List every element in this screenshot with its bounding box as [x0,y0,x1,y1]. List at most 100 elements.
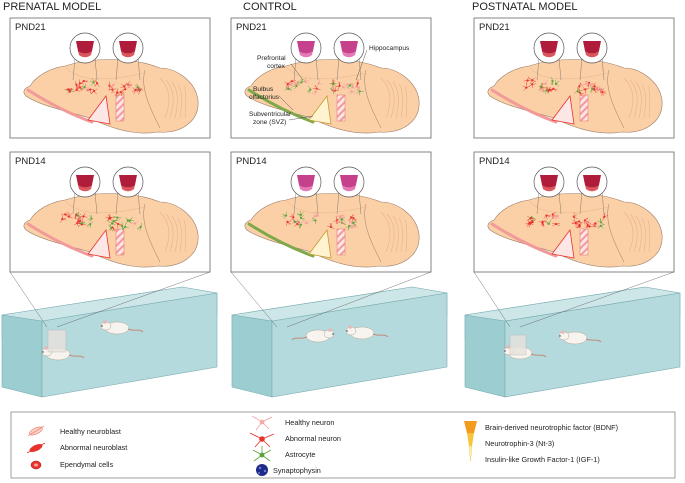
legend-healthy-neuron-icon [251,415,273,431]
cell-cluster-cell [577,82,583,91]
cell-cluster-cell [355,79,359,88]
column-title-postnatal: POSTNATAL MODEL [472,1,578,13]
cell-cluster-cell [354,84,360,92]
legend-astrocyte: Astrocyte [285,450,315,459]
brain-sagittal [244,59,420,134]
legend-abnormal-neuron: Abnormal neuron [285,434,341,443]
migratory-stream [26,222,94,258]
annotation-bulbus: Bulbus [253,86,274,93]
brain-sagittal [244,193,420,268]
cell-cluster-cell [126,217,134,222]
cell-cluster-cell [597,218,605,225]
cell-cluster-cell [74,212,80,219]
cell-cluster-cell [349,83,356,91]
cell-cluster-cell [284,85,293,91]
cell-cluster-cell [87,214,93,223]
age-label: PND14 [479,156,510,167]
cell-cluster-cell [546,86,551,92]
cell-cluster-cell [553,212,560,220]
cell-cluster-cell [302,219,310,225]
cell-cluster-cell [336,214,345,219]
hippocampal-sample-strip [336,94,346,122]
cell-cluster-cell [311,212,320,220]
cell-cluster-cell [348,214,355,222]
prefrontal-zoom-circle [69,32,101,81]
cell-cluster-cell [89,78,96,87]
hippocampal-sample-strip [579,228,589,256]
hippocampal-sample-strip [579,94,589,122]
prefrontal-zoom-circle [69,166,101,215]
hippocampal-sample-strip [115,228,125,256]
migratory-stream [247,88,315,124]
hippocampus-zoom-circle [112,32,144,81]
cell-cluster-cell [539,86,548,92]
cell-cluster-cell [347,90,356,95]
cell-cluster-cell [523,76,532,85]
cell-cluster-cell [527,215,535,221]
svz-triangle [551,94,575,125]
svz-triangle [308,94,332,125]
cage-1 [230,271,448,398]
brain-sagittal [23,59,199,134]
panel-pnd14-col1: PND14 [230,151,432,273]
rat-right [345,325,389,340]
age-label: PND21 [15,22,46,33]
annotation-prefrontal-2: cortex [267,63,286,70]
prefrontal-zoom-circle [290,166,322,215]
svz-triangle [308,228,332,259]
cell-cluster-cell [584,218,593,225]
cell-cluster-cell [583,217,589,225]
legend-ependymal-cells-icon [30,460,42,470]
legend-igf1-icon [468,445,473,462]
cell-cluster-cell [113,216,122,221]
cell-cluster-cell [311,217,317,225]
cell-cluster-cell [286,220,292,226]
cell-cluster-cell [109,81,117,89]
hippocampus-zoom-circle [576,166,608,215]
cell-cluster-cell [340,83,347,91]
cell-cluster-cell [327,223,335,230]
cell-cluster-cell [121,85,127,92]
cell-cluster-cell [591,82,599,91]
cell-cluster-cell [331,85,338,94]
panel-pnd21-col0: PND21 [9,17,211,139]
cell-cluster-cell [297,78,306,84]
cell-cluster-cell [296,210,304,216]
cell-cluster-cell [575,220,583,225]
cell-cluster-cell [80,83,86,90]
hippocampus-zoom-circle [333,32,365,81]
cell-cluster-cell [571,220,577,228]
svz-triangle [87,94,111,125]
cell-cluster-cell [78,221,86,227]
annotation-svz: Subventricular [249,111,292,118]
cell-cluster-cell [528,77,537,84]
cell-cluster-cell [282,211,288,220]
cell-cluster-cell [137,222,142,231]
brain-sagittal [23,193,199,268]
cell-cluster-cell [80,79,88,85]
cell-cluster-cell [134,83,141,92]
panel-pnd14-col0: PND14 [9,151,211,273]
cell-cluster-cell [114,88,121,97]
cell-cluster-cell [528,80,537,89]
rat-adult [100,320,144,335]
cell-cluster-cell [107,213,115,222]
cell-cluster-cell [335,81,341,90]
hippocampus-zoom-circle [576,32,608,81]
cell-cluster-cell [581,86,590,94]
cell-cluster-cell [601,90,607,96]
cell-cluster-cell [538,219,546,227]
legend-nt3: Neurotrophin-3 (Nt-3) [485,439,554,448]
cell-cluster-cell [552,222,561,227]
cage-0 [1,271,218,398]
legend-healthy-neuroblast: Healthy neuroblast [60,427,121,436]
cell-cluster-cell [591,222,597,228]
hippocampal-sample-strip [115,94,125,122]
cell-cluster-cell [289,213,295,221]
column-title-control: CONTROL [243,1,297,13]
cell-cluster-cell [316,79,323,87]
prefrontal-zoom-circle [290,32,322,81]
cell-cluster-cell [64,88,73,91]
rat-cage-insert [509,334,527,356]
hippocampal-sample-strip [336,228,346,256]
